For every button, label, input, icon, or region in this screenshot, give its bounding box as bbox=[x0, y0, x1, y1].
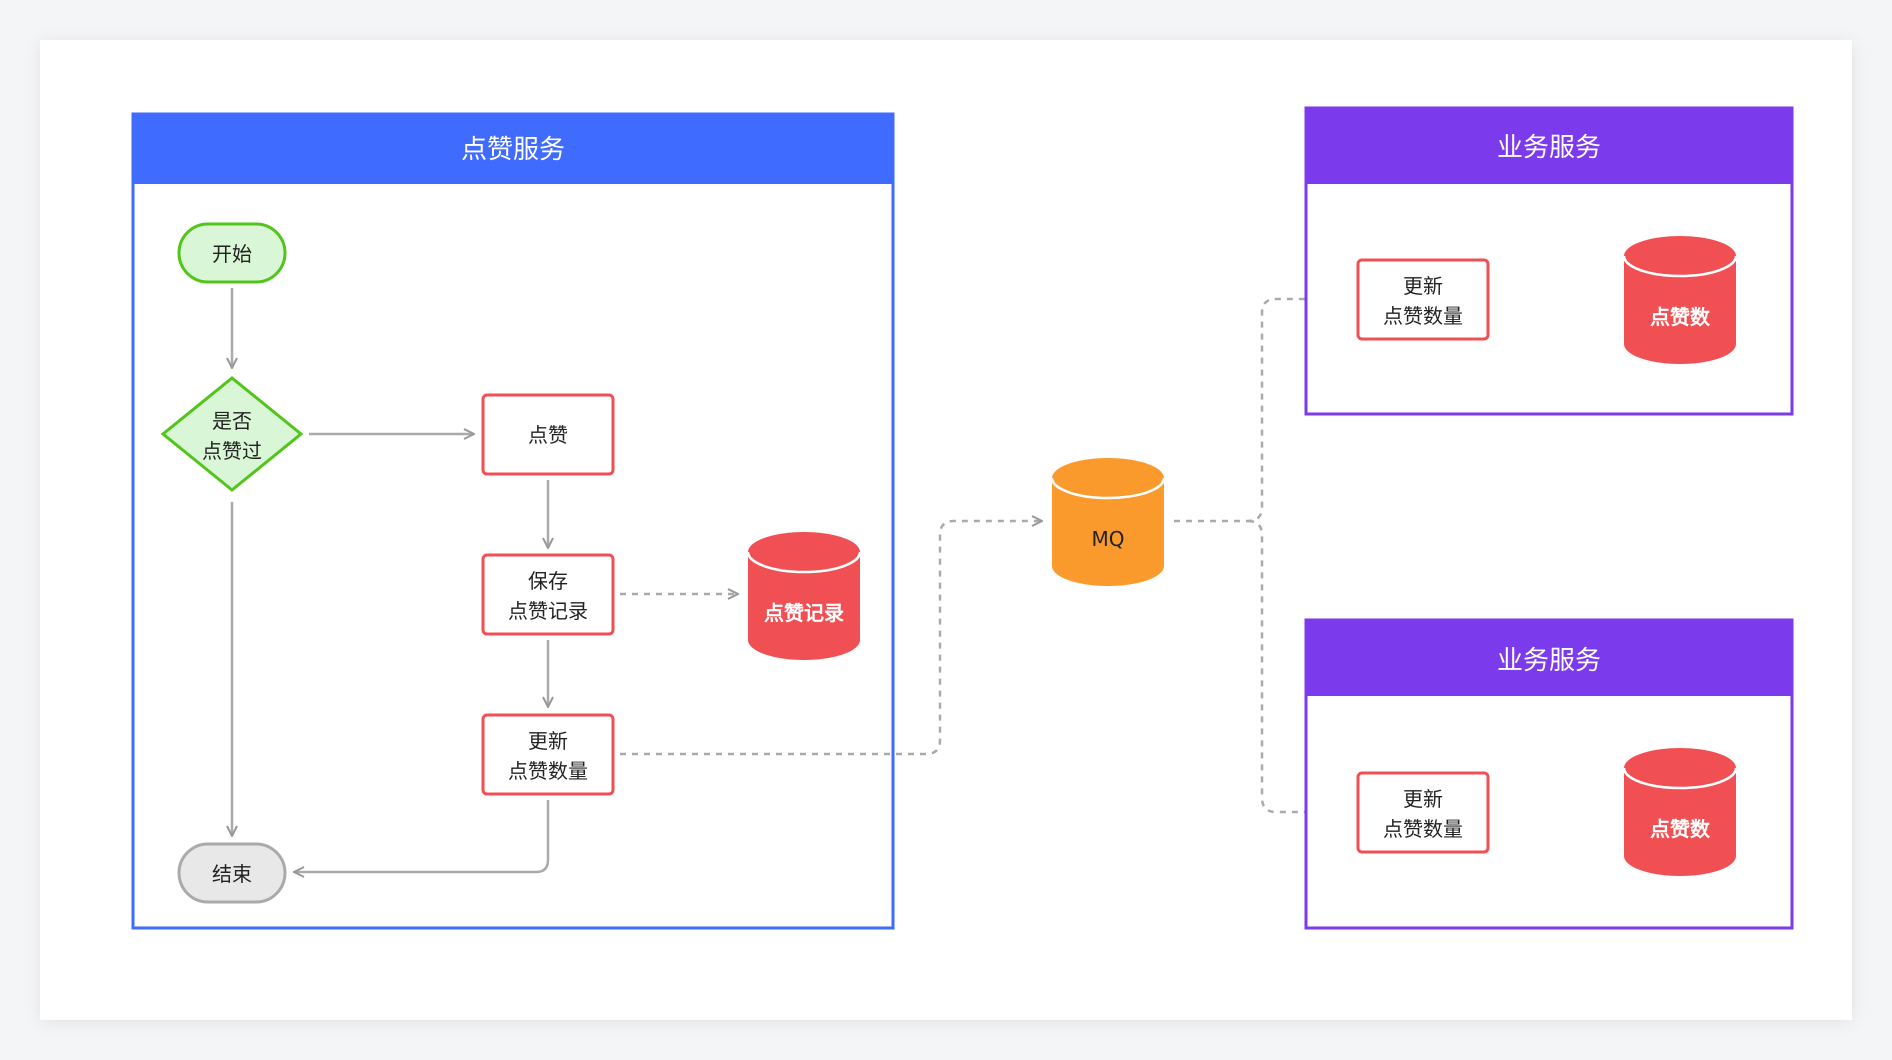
decision-label-line-1: 是否 bbox=[212, 409, 252, 433]
business-service-2-update-node bbox=[1356, 771, 1490, 854]
business-service-2-title: 业务服务 bbox=[1497, 646, 1601, 676]
business-service-2-update-line-2: 点赞数量 bbox=[1383, 817, 1463, 841]
start-node: 开始 bbox=[177, 222, 287, 284]
business-service-1-database-icon: 点赞数 bbox=[1622, 236, 1738, 364]
mq-queue-icon: MQ bbox=[1050, 458, 1166, 586]
save-label-line-1: 保存 bbox=[528, 569, 568, 593]
decision-label-line-2: 点赞过 bbox=[202, 439, 262, 463]
business-service-1-update-node bbox=[1356, 258, 1490, 341]
arrow-update-to-end bbox=[294, 800, 550, 872]
flow-connectors bbox=[232, 288, 548, 872]
like-records-database-icon: 点赞记录 bbox=[746, 532, 862, 660]
business-service-2-header bbox=[1306, 620, 1792, 696]
like-service-header bbox=[133, 114, 893, 184]
business-service-1-title: 业务服务 bbox=[1497, 133, 1601, 163]
mq-label: MQ bbox=[1092, 527, 1125, 551]
like-label: 点赞 bbox=[528, 423, 568, 447]
end-node: 结束 bbox=[177, 842, 287, 904]
business-service-2-database-icon: 点赞数 bbox=[1622, 748, 1738, 876]
business-service-1-db-label: 点赞数 bbox=[1650, 305, 1711, 329]
arrow-mq-to-business-1 bbox=[1174, 299, 1352, 523]
like-records-db-label: 点赞记录 bbox=[764, 601, 844, 625]
start-label: 开始 bbox=[212, 242, 252, 266]
business-service-1-header bbox=[1306, 108, 1792, 184]
business-service-2: 业务服务 更新 点赞数量 点赞数 bbox=[1304, 618, 1794, 930]
decision-node: 是否 点赞过 bbox=[160, 376, 304, 492]
save-record-node: 保存 点赞记录 bbox=[481, 553, 615, 636]
arrow-mq-to-business-2 bbox=[1247, 519, 1352, 812]
end-label: 结束 bbox=[212, 862, 252, 886]
business-service-1-update-line-1: 更新 bbox=[1403, 274, 1443, 298]
update-count-node: 更新 点赞数量 bbox=[481, 713, 615, 796]
business-service-2-db-label: 点赞数 bbox=[1650, 817, 1711, 841]
update-label-line-2: 点赞数量 bbox=[508, 759, 588, 783]
like-service-title: 点赞服务 bbox=[461, 135, 565, 165]
business-service-1-update-line-2: 点赞数量 bbox=[1383, 304, 1463, 328]
save-label-line-2: 点赞记录 bbox=[508, 599, 588, 623]
update-label-line-1: 更新 bbox=[528, 729, 568, 753]
business-service-1: 业务服务 更新 点赞数量 点赞数 bbox=[1304, 106, 1794, 416]
business-service-2-update-line-1: 更新 bbox=[1403, 787, 1443, 811]
like-node: 点赞 bbox=[481, 393, 615, 476]
